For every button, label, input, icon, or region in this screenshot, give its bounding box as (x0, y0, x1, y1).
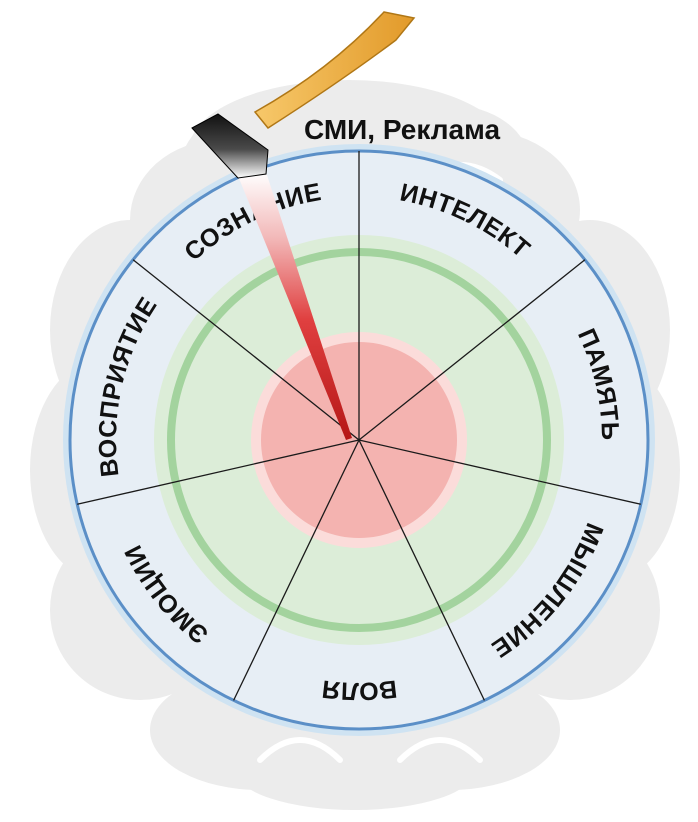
brain-fold (397, 737, 483, 763)
sector-divider (358, 259, 586, 441)
brain-fold (257, 737, 343, 763)
axe-head (191, 113, 269, 179)
sector-divider (77, 439, 360, 505)
axe-icon (191, 11, 416, 440)
diagram-title: СМИ, Реклама (304, 114, 500, 145)
sector-divider (233, 439, 360, 701)
sector-divider (358, 439, 641, 505)
axe-handle (253, 11, 416, 129)
sector-divider (358, 439, 485, 701)
sector-divider (132, 259, 360, 441)
sector-dividers (77, 151, 641, 701)
axe-cut-streak (238, 172, 352, 440)
